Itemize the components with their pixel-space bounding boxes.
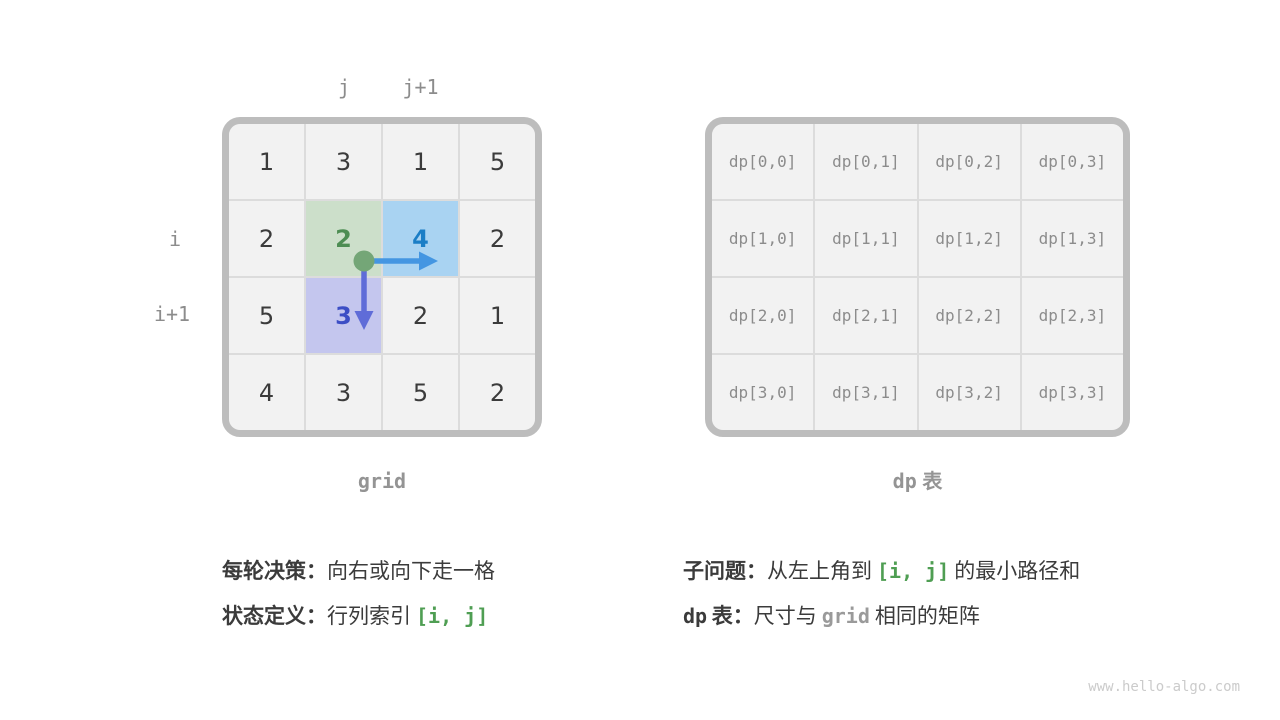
- grid-cell: 5: [383, 355, 458, 430]
- note-subproblem-label: 子问题：: [683, 559, 767, 583]
- grid-cell: 3: [306, 355, 381, 430]
- watermark-url: www.hello-algo.com: [1088, 679, 1240, 695]
- grid-cell: 1: [383, 124, 458, 199]
- dp-table: dp[0,0] dp[0,1] dp[0,2] dp[0,3] dp[1,0] …: [705, 117, 1130, 437]
- dp-cell: dp[0,0]: [712, 124, 814, 199]
- note-state-definition: 状态定义：行列索引[i, j]: [222, 601, 493, 631]
- note-dp-code: grid: [821, 604, 870, 628]
- grid-cell: 2: [383, 278, 458, 353]
- grid-cell: 3: [306, 124, 381, 199]
- dp-cell: dp[3,3]: [1021, 355, 1123, 430]
- note-state-label: 状态定义：: [222, 604, 327, 628]
- note-state-code: [i, j]: [416, 604, 489, 628]
- grid-cell-current-state: 2: [306, 201, 381, 276]
- grid-cell: 4: [229, 355, 304, 430]
- grid-cell: 2: [229, 201, 304, 276]
- dp-cell: dp[2,0]: [712, 278, 814, 353]
- grid-table: 1 3 1 5 2 2 4 2 5 3 2 1 4 3 5 2: [222, 117, 542, 437]
- col-label-j+1: j+1: [402, 75, 439, 99]
- grid-cell: 2: [460, 355, 535, 430]
- dp-cell: dp[1,2]: [918, 201, 1020, 276]
- note-state-text: 行列索引: [327, 604, 411, 628]
- grid-cell: 1: [460, 278, 535, 353]
- dp-cell: dp[0,2]: [918, 124, 1020, 199]
- grid-cell-down-option: 3: [306, 278, 381, 353]
- grid-cell: 2: [460, 201, 535, 276]
- note-decision-label: 每轮决策：: [222, 559, 327, 583]
- dp-cell: dp[3,1]: [815, 355, 917, 430]
- grid-cell: 5: [229, 278, 304, 353]
- grid-cell: 5: [460, 124, 535, 199]
- dp-cell: dp[0,3]: [1021, 124, 1123, 199]
- grid-caption: grid: [357, 469, 407, 493]
- note-decision: 每轮决策：向右或向下走一格: [222, 556, 495, 586]
- dp-cell: dp[1,1]: [815, 201, 917, 276]
- row-label-i: i: [168, 227, 182, 251]
- note-subproblem-pre: 从左上角到: [767, 559, 872, 583]
- dp-cell: dp[0,1]: [815, 124, 917, 199]
- dp-cell: dp[3,2]: [918, 355, 1020, 430]
- dp-caption-cn: 表: [922, 469, 943, 493]
- note-dp-label-code: dp: [683, 604, 708, 628]
- grid-cell-right-option: 4: [383, 201, 458, 276]
- note-subproblem-post: 的最小路径和: [954, 559, 1081, 583]
- note-dp-pre: 尺寸与: [753, 604, 817, 628]
- dp-cell: dp[2,1]: [815, 278, 917, 353]
- note-dp-label-cn: 表：: [711, 604, 754, 628]
- note-subproblem: 子问题：从左上角到[i, j]的最小路径和: [683, 556, 1080, 586]
- dp-cell: dp[2,3]: [1021, 278, 1123, 353]
- note-subproblem-code: [i, j]: [877, 559, 950, 583]
- dp-caption-code: dp: [892, 469, 917, 493]
- dp-cell: dp[1,0]: [712, 201, 814, 276]
- col-label-j: j: [337, 75, 351, 99]
- row-label-i+1: i+1: [153, 302, 191, 326]
- grid-cell: 1: [229, 124, 304, 199]
- note-dp-post: 相同的矩阵: [874, 604, 980, 628]
- dp-cell: dp[2,2]: [918, 278, 1020, 353]
- dp-cell: dp[3,0]: [712, 355, 814, 430]
- dp-cell: dp[1,3]: [1021, 201, 1123, 276]
- note-decision-text: 向右或向下走一格: [327, 559, 495, 583]
